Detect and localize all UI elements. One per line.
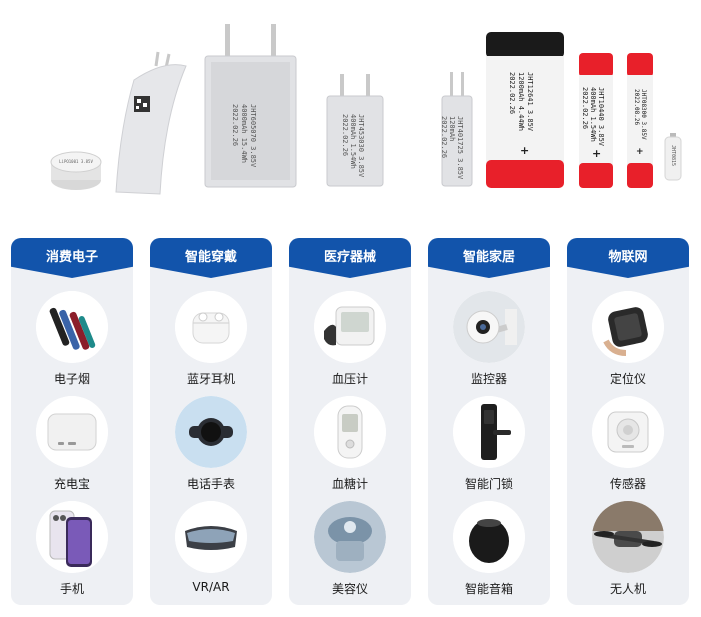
large-pouch-label-2: 4000mAh 15.4Wh (240, 104, 248, 164)
application-label: 血压计 (331, 372, 368, 386)
mini-cylindrical-cell: JHT0815 (664, 133, 682, 181)
application-item-glucose-meter[interactable]: 血糖计 (289, 396, 411, 496)
application-label: 电子烟 (53, 372, 90, 386)
e-cigarette-icon (36, 291, 108, 363)
glucose-meter-icon (314, 396, 386, 468)
small-pouch-label-3: 2022.02.26 (440, 116, 448, 159)
medium-cylinder-label-3: 2022.02.26 (581, 87, 589, 130)
application-label: 蓝牙耳机 (186, 372, 235, 386)
positive-terminal-mark: + (520, 144, 530, 157)
drone-icon (592, 501, 664, 573)
application-item-smart-speaker[interactable]: 智能音箱 (428, 501, 550, 601)
smart-lock-icon (453, 396, 525, 468)
application-label: 智能音箱 (464, 582, 513, 596)
coin-cell-label: LiPO1001 3.85V (59, 159, 93, 164)
smartwatch-icon (175, 396, 247, 468)
large-cylinder-label-1: JHT12641 3.85V (526, 72, 534, 132)
vr-headset-icon (175, 501, 247, 573)
medium-cylindrical-battery: JHT10440 3.85V 400mAh 1.54Wh 2022.02.26 … (579, 53, 613, 188)
blood-pressure-monitor-icon (314, 291, 386, 363)
application-label: 监控器 (470, 372, 507, 386)
application-label: 传感器 (609, 477, 646, 491)
application-item-blood-pressure-monitor[interactable]: 血压计 (289, 291, 411, 391)
small-pouch-battery: JHT401725 3.85V 120mAh 2022.02.26 (440, 72, 474, 188)
positive-terminal-mark: + (592, 147, 602, 160)
earbuds-icon (175, 291, 247, 363)
application-label: 美容仪 (331, 582, 368, 596)
large-cylinder-label-2: 1200mAh 4.44Wh (517, 72, 525, 132)
application-item-security-camera[interactable]: 监控器 (428, 291, 550, 391)
small-cylindrical-battery: JHT08300 3.85V 2022.08.26 + (627, 53, 653, 188)
medium-pouch-label-1: JHT453030 3.85V (357, 114, 365, 178)
gps-tracker-icon (592, 291, 664, 363)
application-label: 智能门锁 (464, 477, 513, 491)
battery-product-row: LiPO1001 3.85V JHT605070 3.85V 4000mAh 1… (0, 0, 701, 215)
application-label: 充电宝 (53, 477, 90, 491)
application-item-beauty-device[interactable]: 美容仪 (289, 501, 411, 601)
application-item-phone-watch[interactable]: 电话手表 (150, 396, 272, 496)
large-pouch-label-1: JHT605070 3.85V (249, 104, 257, 168)
category-card-smart-home: 智能家居 监控器 智能门锁 智能音箱 (428, 238, 550, 605)
category-card-consumer-electronics: 消费电子 电子烟 充电宝 手机 (11, 238, 133, 605)
application-label: VR/AR (192, 580, 230, 594)
application-item-bluetooth-earbuds[interactable]: 蓝牙耳机 (150, 291, 272, 391)
medium-cylinder-label-1: JHT10440 3.85V (597, 87, 605, 147)
category-card-smart-wearables: 智能穿戴 蓝牙耳机 电话手表 VR/AR (150, 238, 272, 605)
application-label: 血糖计 (331, 477, 368, 491)
small-pouch-label-2: 120mAh (448, 116, 456, 142)
category-title: 物联网 (567, 238, 689, 278)
coin-cell-battery: LiPO1001 3.85V (50, 151, 102, 190)
application-item-power-bank[interactable]: 充电宝 (11, 396, 133, 496)
category-title: 智能穿戴 (150, 238, 272, 278)
curved-pouch-battery (115, 51, 187, 195)
power-bank-icon (36, 396, 108, 468)
application-item-gps-tracker[interactable]: 定位仪 (567, 291, 689, 391)
small-cylinder-label-1: JHT08300 3.85V (640, 89, 647, 140)
large-pouch-label-3: 2022.02.26 (231, 104, 239, 147)
application-item-vr-ar[interactable]: VR/AR (150, 501, 272, 601)
application-item-drone[interactable]: 无人机 (567, 501, 689, 601)
category-title: 智能家居 (428, 238, 550, 278)
small-cylinder-label-2: 2022.08.26 (633, 89, 640, 126)
phone-icon (36, 501, 108, 573)
medium-cylinder-label-2: 400mAh 1.54Wh (589, 87, 597, 142)
application-item-sensor[interactable]: 传感器 (567, 396, 689, 496)
application-label: 手机 (59, 582, 84, 596)
medium-pouch-label-2: 400mAh 1.54Wh (349, 114, 357, 169)
beauty-device-icon (314, 501, 386, 573)
application-item-phone[interactable]: 手机 (11, 501, 133, 601)
application-item-smart-lock[interactable]: 智能门锁 (428, 396, 550, 496)
large-cylinder-label-3: 2022.02.26 (508, 72, 516, 115)
application-label: 电话手表 (186, 477, 235, 491)
category-card-medical-devices: 医疗器械 血压计 血糖计 美容仪 (289, 238, 411, 605)
smart-speaker-icon (453, 501, 525, 573)
application-label: 定位仪 (609, 372, 646, 386)
large-cylindrical-battery: JHT12641 3.85V 1200mAh 4.44Wh 2022.02.26… (486, 32, 564, 188)
small-pouch-label-1: JHT401725 3.85V (456, 116, 464, 180)
medium-pouch-label-3: 2022.02.26 (341, 114, 349, 157)
category-title: 消费电子 (11, 238, 133, 278)
sensor-icon (592, 396, 664, 468)
category-title: 医疗器械 (289, 238, 411, 278)
security-camera-icon (453, 291, 525, 363)
mini-cell-label: JHT0815 (670, 145, 676, 167)
large-pouch-battery: JHT605070 3.85V 4000mAh 15.4Wh 2022.02.2… (203, 24, 298, 189)
application-label: 无人机 (609, 582, 646, 596)
application-item-e-cigarette[interactable]: 电子烟 (11, 291, 133, 391)
category-card-iot: 物联网 定位仪 传感器 (567, 238, 689, 605)
medium-pouch-battery: JHT453030 3.85V 400mAh 1.54Wh 2022.02.26 (325, 74, 385, 188)
positive-terminal-mark: + (636, 147, 644, 157)
